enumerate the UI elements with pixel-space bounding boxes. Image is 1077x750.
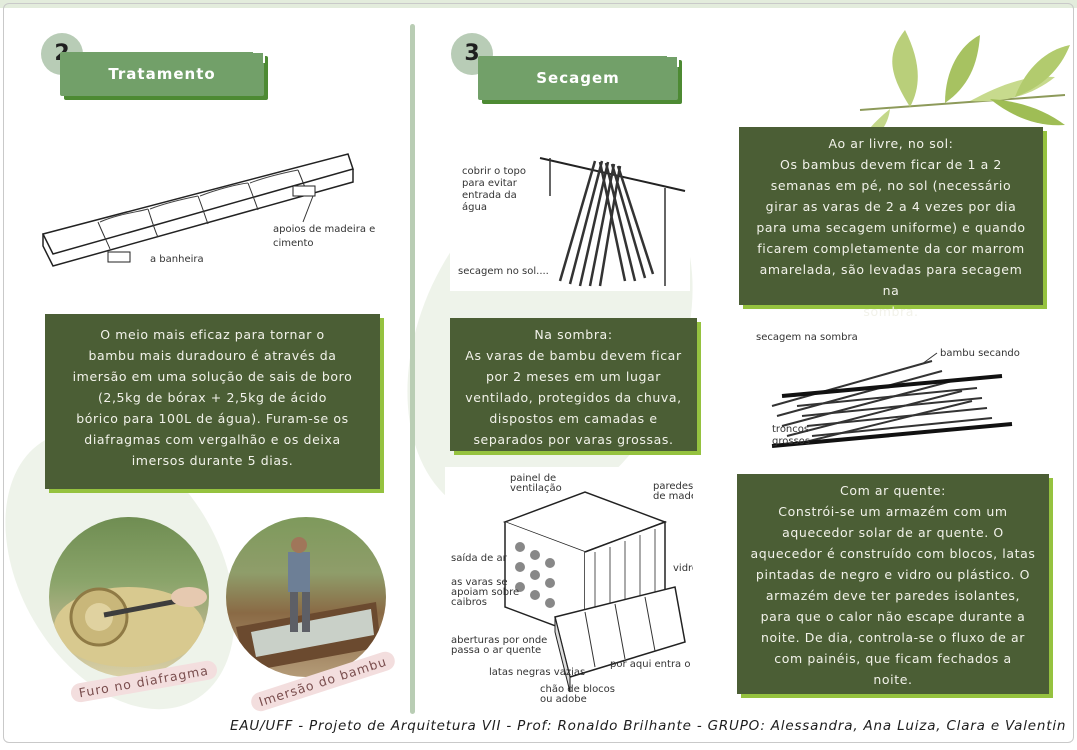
hot-air-line: armazém deve ter paredes isolantes, xyxy=(765,588,1021,603)
treatment-line: O meio mais eficaz para tornar o xyxy=(100,327,325,342)
kiln-illus-label: paredes e teto xyxy=(653,481,693,492)
sun-illus-label: para evitar xyxy=(462,178,518,189)
shade-illus-label: bambu secando xyxy=(940,348,1020,359)
hot-air-line: para que o calor não escape durante a xyxy=(760,609,1026,624)
hot-air-line: com painéis, que ficam fechados a xyxy=(774,651,1012,666)
kiln-illus-label: vidro xyxy=(673,563,693,574)
supports-label-1: apoios de madeira e xyxy=(273,224,375,235)
sun-line: girar as varas de 2 a 4 vezes por dia xyxy=(765,199,1017,214)
treatment-line: bambu mais duradouro é através da xyxy=(88,348,337,363)
shade-line: por 2 meses em um lugar xyxy=(485,369,662,384)
treatment-text-box: O meio mais eficaz para tornar o bambu m… xyxy=(45,314,380,489)
hot-air-line: aquecedor solar de ar quente. O xyxy=(782,525,1004,540)
treatment-line: diafragmas com vergalhão e os deixa xyxy=(84,432,341,447)
treatment-line: imersos durante 5 dias. xyxy=(131,453,294,468)
section-3-title: Secagem xyxy=(478,55,679,100)
kiln-illus-label: ou adobe xyxy=(540,694,587,705)
shade-illus-label: grossos xyxy=(772,436,810,447)
sun-drying-text-box: Ao ar livre, no sol: Os bambus devem fic… xyxy=(739,127,1043,319)
kiln-illus-label: por aqui entra o ar xyxy=(610,659,693,670)
kiln-illus-label: saída de ar xyxy=(451,552,508,564)
sun-illus-label: água xyxy=(462,201,487,213)
shade-drying-text-box: Na sombra: As varas de bambu devem ficar… xyxy=(450,318,697,451)
kiln-illus-label: as varas se xyxy=(451,577,508,588)
sun-line: semanas em pé, no sol (necessário xyxy=(770,178,1012,193)
kiln-illus-label: ventilação xyxy=(510,483,562,494)
sun-line: ficarem completamente da cor marrom xyxy=(757,241,1025,256)
bamboo-leaves-icon xyxy=(855,30,1070,150)
sun-line: sombra. xyxy=(863,304,919,319)
kiln-illus-label: chão de blocos xyxy=(540,684,615,695)
hot-air-line: aquecedor é construído com blocos, latas xyxy=(750,546,1036,561)
bamboo-immersion-photo xyxy=(226,517,386,677)
shade-illus-label: troncos xyxy=(772,424,809,435)
hot-air-line: noite. De dia, controla-se o fluxo de ar xyxy=(760,630,1025,645)
supports-label-2: cimento xyxy=(273,238,314,249)
shade-line: Na sombra: xyxy=(534,327,613,342)
shade-line: As varas de bambu devem ficar xyxy=(465,348,682,363)
sun-line: para uma secagem uniforme) e quando xyxy=(756,220,1026,235)
sun-illus-label: cobrir o topo xyxy=(462,166,526,177)
treatment-line: bórico para 100L de água). Furam-se os xyxy=(76,411,349,426)
kiln-illus-label: apoiam sobre xyxy=(451,587,519,598)
bathtub-label: a banheira xyxy=(150,254,204,265)
sun-line: amarelada, são levadas para secagem na xyxy=(759,262,1023,298)
shade-illus-label: secagem na sombra xyxy=(756,332,858,343)
sun-line: Os bambus devem ficar de 1 a 2 xyxy=(780,157,1002,172)
page-frame xyxy=(3,3,1074,743)
sun-illus-label: secagem no sol.... xyxy=(458,266,549,277)
kiln-illus-label: painel de xyxy=(510,473,556,484)
bathtub-illustration: a banheira apoios de madeira e cimento xyxy=(38,134,388,274)
hot-air-text-box: Com ar quente: Constrói-se um armazém co… xyxy=(737,474,1049,694)
hot-air-line: Com ar quente: xyxy=(840,483,946,498)
section-2-title: Tratamento xyxy=(60,51,265,96)
shade-line: separados por varas grossas. xyxy=(473,432,674,447)
shade-line: dispostos em camadas e xyxy=(489,411,658,426)
kiln-illus-label: de madeira xyxy=(653,491,693,502)
treatment-line: (2,5kg de bórax + 2,5kg de ácido xyxy=(97,390,328,405)
shade-drying-illustration: secagem na sombra bambu secando troncos … xyxy=(752,326,1034,456)
sun-illus-label: entrada da xyxy=(462,190,517,201)
kiln-illus-label: caibros xyxy=(451,597,487,608)
solar-kiln-illustration: painel de ventilação paredes e teto de m… xyxy=(445,467,693,707)
section-divider xyxy=(410,24,415,714)
bamboo-drill-photo xyxy=(49,517,209,677)
top-band xyxy=(0,0,1077,8)
shade-line: ventilado, protegidos da chuva, xyxy=(465,390,682,405)
kiln-illus-label: passa o ar quente xyxy=(451,645,541,656)
treatment-line: imersão em uma solução de sais de boro xyxy=(72,369,353,384)
hot-air-line: pintadas de negro e vidro ou plástico. O xyxy=(755,567,1031,582)
kiln-illus-label: latas negras vazias xyxy=(489,667,585,678)
hot-air-line: noite. xyxy=(873,672,913,687)
sun-line: Ao ar livre, no sol: xyxy=(828,136,954,151)
sun-drying-illustration: cobrir o topo para evitar entrada da águ… xyxy=(450,146,690,291)
footer-credits: EAU/UFF - Projeto de Arquitetura VII - P… xyxy=(230,718,1067,734)
hot-air-line: Constrói-se um armazém com um xyxy=(778,504,1008,519)
kiln-illus-label: aberturas por onde xyxy=(451,635,547,646)
